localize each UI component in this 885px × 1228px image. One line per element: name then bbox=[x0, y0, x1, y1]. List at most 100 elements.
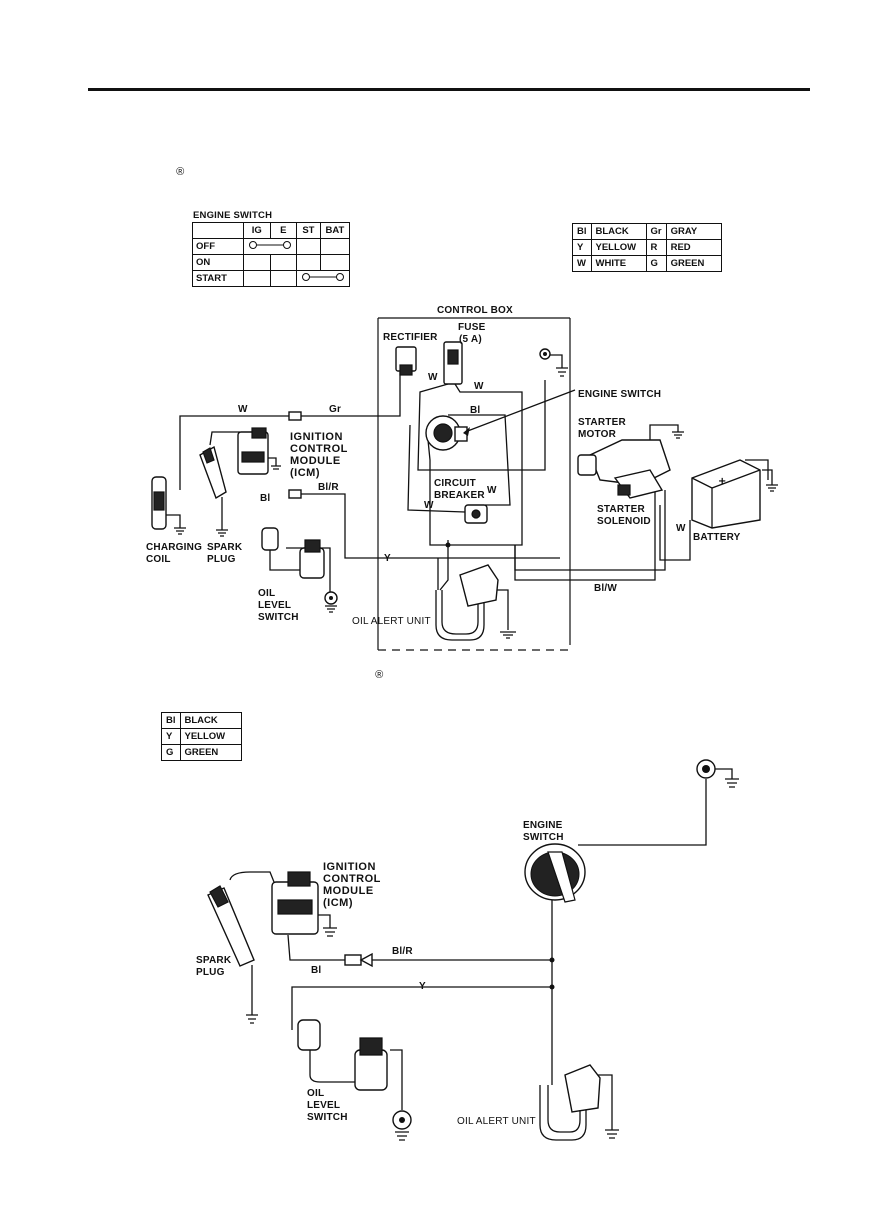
charging-coil-label-line1: CHARGING bbox=[146, 542, 203, 553]
circuit-breaker-part bbox=[464, 504, 488, 524]
table-row: Bl BLACK bbox=[161, 712, 242, 729]
circuit-breaker-label-line1: CIRCUIT bbox=[434, 478, 476, 489]
color-abbr: G bbox=[645, 255, 667, 272]
table-cell bbox=[269, 254, 297, 271]
engine-switch-label-bottom-line1: ENGINE bbox=[523, 820, 563, 831]
table-row: ON bbox=[192, 254, 351, 271]
wire-code-label: Y bbox=[419, 981, 426, 992]
color-abbr: G bbox=[161, 744, 181, 761]
oil-alert-unit-part-bottom bbox=[539, 1064, 619, 1141]
color-abbr: Gr bbox=[645, 223, 667, 240]
icm-label-bottom-line3: MODULE bbox=[323, 885, 374, 897]
wire-code-label: Bl bbox=[260, 493, 271, 504]
engine-switch-label-bottom-line2: SWITCH bbox=[523, 832, 564, 843]
wire-code-label: Y bbox=[384, 553, 391, 564]
table-row: Y YELLOW R RED bbox=[572, 239, 722, 256]
table-row: G GREEN bbox=[161, 744, 242, 761]
oil-level-switch-part-top bbox=[261, 527, 338, 613]
table-row: OFF bbox=[192, 238, 351, 255]
oil-level-switch-label-bottom-line3: SWITCH bbox=[307, 1112, 348, 1123]
fuse-part bbox=[443, 341, 463, 385]
circuit-breaker-label-line2: BREAKER bbox=[434, 490, 485, 501]
table-header-cell: IG bbox=[243, 222, 271, 239]
table-cell bbox=[296, 238, 321, 255]
wire-code-label: Bl bbox=[311, 965, 322, 976]
color-name: BLACK bbox=[179, 712, 242, 729]
color-name: GRAY bbox=[665, 223, 722, 240]
icm-label-bottom-line1: IGNITION bbox=[323, 861, 376, 873]
color-name: GREEN bbox=[179, 744, 242, 761]
table-row: Y YELLOW bbox=[161, 728, 242, 745]
icm-part-top bbox=[237, 427, 281, 475]
table-cell bbox=[269, 270, 297, 287]
bottom-wires bbox=[251, 779, 707, 1130]
table-header-cell bbox=[192, 222, 244, 239]
wire-code-label: Bl/R bbox=[392, 946, 413, 957]
oil-level-switch-label-top-line1: OIL bbox=[258, 588, 276, 599]
engine-switch-table-header: IG E ST BAT bbox=[192, 222, 351, 239]
table-cell bbox=[319, 254, 351, 271]
color-abbr: Y bbox=[161, 728, 181, 745]
rectifier-label: RECTIFIER bbox=[383, 332, 438, 343]
oil-level-switch-label-bottom-line2: LEVEL bbox=[307, 1100, 341, 1111]
oil-alert-unit-part-top bbox=[435, 564, 516, 641]
control-box-label: CONTROL BOX bbox=[437, 305, 513, 316]
spark-plug-label-top-line2: PLUG bbox=[207, 554, 236, 565]
color-code-table-top: Bl BLACK Gr GRAY Y YELLOW R RED W WHITE … bbox=[572, 223, 722, 272]
wire-code-label: W bbox=[238, 404, 248, 415]
color-code-table-bottom: Bl BLACK Y YELLOW G GREEN bbox=[161, 712, 242, 761]
oil-alert-unit-label-top: OIL ALERT UNIT bbox=[352, 616, 431, 627]
engine-switch-table: IG E ST BAT OFF ON START bbox=[192, 222, 351, 287]
rectifier-part bbox=[395, 346, 417, 376]
color-name: YELLOW bbox=[179, 728, 242, 745]
engine-switch-ground-bottom bbox=[696, 759, 739, 788]
starter-solenoid-part bbox=[613, 469, 664, 499]
table-cell bbox=[243, 254, 271, 271]
starter-motor-label-line2: MOTOR bbox=[578, 429, 617, 440]
table-header-cell: ST bbox=[296, 222, 321, 239]
color-name: RED bbox=[665, 239, 722, 256]
color-abbr: Y bbox=[572, 239, 592, 256]
wire-code-label: W bbox=[424, 500, 434, 511]
top-wires bbox=[179, 354, 769, 630]
icm-label-top-line1: IGNITION bbox=[290, 431, 343, 443]
wire-code-label: Bl/W bbox=[594, 583, 618, 594]
table-row-label: ON bbox=[192, 254, 244, 271]
table-row: Bl BLACK Gr GRAY bbox=[572, 223, 722, 240]
header-rule bbox=[88, 88, 810, 91]
spark-plug-label-bottom-line1: SPARK bbox=[196, 955, 232, 966]
engine-switch-part-top bbox=[425, 389, 576, 451]
spark-plug-label-top-line1: SPARK bbox=[207, 542, 243, 553]
registered-mark-bottom: ® bbox=[375, 669, 384, 681]
fuse-rating-label: (5 A) bbox=[459, 334, 482, 345]
table-row-label: START bbox=[192, 270, 244, 287]
color-abbr: W bbox=[572, 255, 592, 272]
table-cell bbox=[296, 254, 321, 271]
color-abbr: Bl bbox=[161, 712, 181, 729]
wire-code-label: Gr bbox=[329, 404, 342, 415]
continuity-link-icon bbox=[302, 273, 344, 281]
battery-part: + bbox=[691, 459, 778, 529]
icm-label-top-line2: CONTROL bbox=[290, 443, 348, 455]
engine-switch-label-top: ENGINE SWITCH bbox=[578, 389, 662, 400]
wire-code-label: W bbox=[474, 381, 484, 392]
spark-plug-part-top bbox=[199, 431, 240, 537]
color-abbr: R bbox=[645, 239, 667, 256]
oil-level-switch-label-top-line2: LEVEL bbox=[258, 600, 292, 611]
continuity-link-icon bbox=[249, 241, 291, 249]
color-abbr: Bl bbox=[572, 223, 592, 240]
wire-code-label: W bbox=[487, 485, 497, 496]
icm-label-top-line4: (ICM) bbox=[290, 467, 320, 479]
table-row: W WHITE G GREEN bbox=[572, 255, 722, 272]
continuity-st-bat bbox=[296, 270, 350, 287]
continuity-ig-e bbox=[243, 238, 297, 255]
top-connectors bbox=[288, 411, 451, 548]
control-box-ground bbox=[539, 348, 568, 377]
table-row-label: OFF bbox=[192, 238, 244, 255]
svg-text:+: + bbox=[718, 476, 726, 487]
wire-code-label: Bl bbox=[470, 405, 481, 416]
battery-label: BATTERY bbox=[693, 532, 741, 543]
table-cell bbox=[319, 238, 351, 255]
charging-coil-part bbox=[151, 476, 186, 535]
